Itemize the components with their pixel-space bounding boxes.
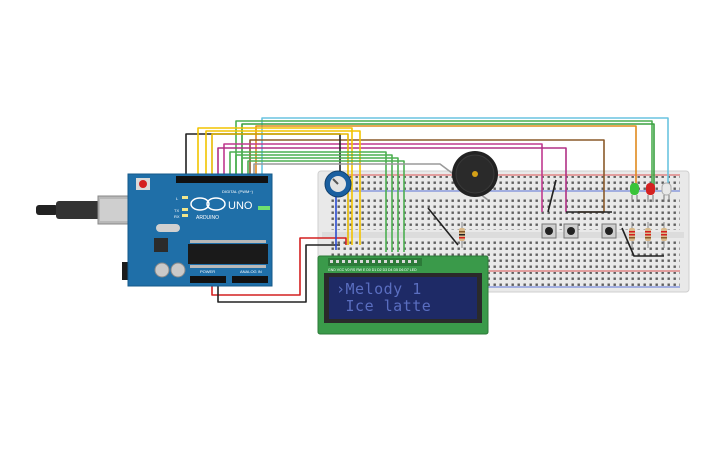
push-button-icon[interactable] [601,223,617,239]
resistor-icon[interactable] [661,222,667,248]
resistor-icon[interactable] [645,222,651,248]
lcd-pin-labels: GND VCC V0 RS RW E D0 D1 D2 D3 D4 D5 D6 … [328,268,417,272]
resistor-icon[interactable] [459,222,465,248]
svg-text:POWER: POWER [200,269,215,274]
wire-green-lcd4 [247,160,405,252]
svg-text:L: L [176,196,179,201]
onboard-leds: L TX RX [174,196,188,219]
wire-yellow-2 [205,130,361,245]
svg-text:ARDUINO: ARDUINO [196,215,219,221]
svg-text:DIGITAL (PWM~): DIGITAL (PWM~) [222,189,254,194]
wire-black [185,133,341,180]
arduino-uno-board[interactable]: UNO ARDUINO DIGITAL (PWM~) POWER ANALOG … [36,173,273,287]
svg-text:TX: TX [174,208,179,213]
power-header [190,276,226,283]
push-button-icon[interactable] [563,223,579,239]
digital-header [176,176,268,183]
led-white-icon[interactable] [661,182,672,202]
resistor-icon[interactable] [629,222,635,248]
wire-magenta [223,143,543,212]
atmega-chip [188,244,268,264]
led-green-icon[interactable] [630,183,639,202]
usb-cable[interactable] [36,205,58,215]
wire-green-lcd3 [241,157,399,252]
wire-black-jumper2 [547,179,557,213]
wire-magenta-2 [217,147,567,212]
push-buttons[interactable] [541,223,617,239]
wire-green [235,120,653,192]
leds[interactable] [630,182,672,202]
led-red-icon[interactable] [646,183,655,202]
push-button-icon[interactable] [541,223,557,239]
svg-text:RX: RX [174,214,180,219]
wire-green-lcd2 [235,154,393,252]
analog-header [232,276,268,283]
wire-yellow [197,127,353,245]
wire-green-lcd1 [229,151,387,252]
svg-text:ANALOG IN: ANALOG IN [240,269,262,274]
wire-black-jumper1 [427,207,459,246]
buzzer-icon[interactable] [452,151,498,197]
wire-lightblue [261,117,669,192]
wire-black-gnd [217,244,340,303]
wire-black-jumper4 [621,227,664,257]
arduino-logo: UNO ARDUINO [190,197,253,221]
wires[interactable] [185,117,669,303]
svg-text:UNO: UNO [228,200,253,212]
lcd-module[interactable]: GND VCC V0 RS RW E D0 D1 D2 D3 D4 D5 D6 … [317,255,489,335]
potentiometer-icon[interactable] [324,170,352,198]
lcd-screen [329,277,477,319]
wire-red [211,237,347,296]
lcd-line-1: ›Melody 1 [336,280,422,298]
resistors[interactable] [459,222,667,248]
wire-orange [255,125,637,192]
lcd-line-2: Ice latte [336,297,431,315]
